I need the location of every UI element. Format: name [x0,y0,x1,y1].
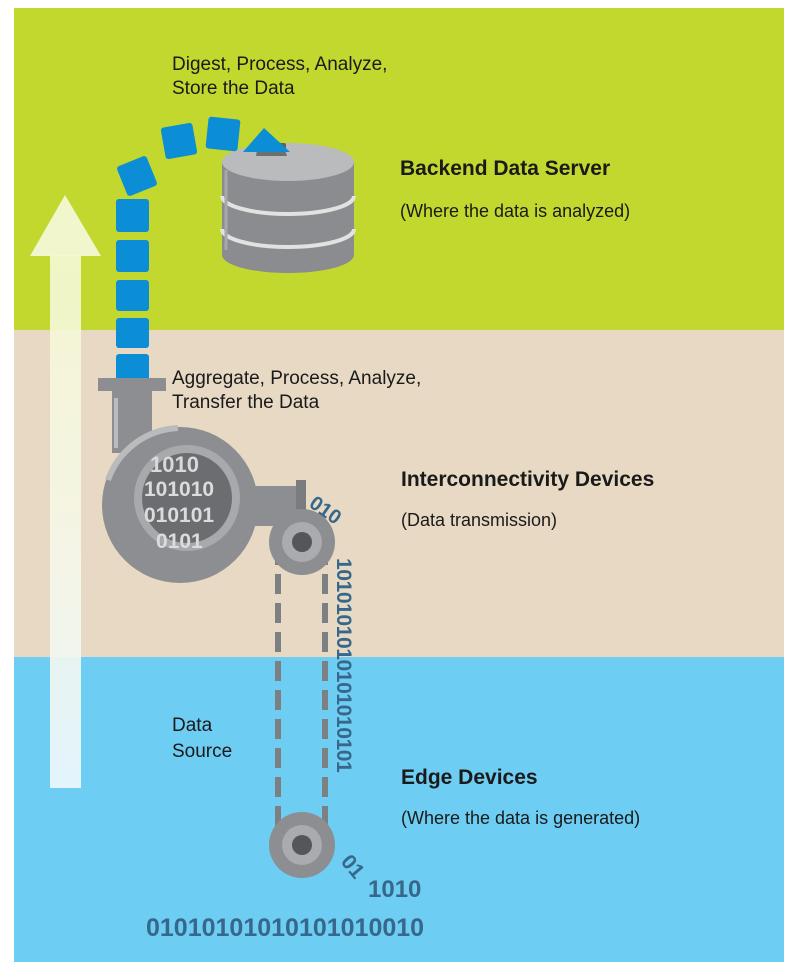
bottom-bits-row: 01010101010101010010 [146,914,424,942]
interconnect-subtitle: (Data transmission) [401,510,558,530]
pump-device-icon: 1010 101010 010101 0101 [98,378,306,583]
data-source-line-2: Source [172,741,233,762]
interconnect-step-line-1: Aggregate, Process, Analyze, [172,368,422,389]
edge-layer [14,657,784,962]
backend-step-line-2: Store the Data [172,78,295,99]
pump-bits-row-2: 101010 [144,478,214,501]
belt-bits-column: 1010101010101010101 [332,558,355,773]
edge-subtitle: (Where the data is generated) [401,808,641,828]
backend-subtitle: (Where the data is analyzed) [400,201,631,221]
data-source-line-1: Data [172,715,213,736]
interconnect-step-line-2: Transfer the Data [172,392,320,413]
backend-step-line-1: Digest, Process, Analyze, [172,54,388,75]
upward-flow-arrow [30,195,101,788]
backend-title: Backend Data Server [400,157,611,180]
conveyor-belt [275,545,328,843]
bottom-pulley-icon [269,812,335,878]
top-pulley-icon [269,509,335,575]
interconnect-title: Interconnectivity Devices [401,468,655,491]
database-server-icon [220,143,356,273]
bottom-bits-small: 1010 [368,876,421,903]
pump-bits-row-4: 0101 [156,530,203,553]
bottom-bits-curve: 01 [336,850,369,883]
edge-title: Edge Devices [401,766,538,789]
pump-bits-row-1: 1010 [150,452,199,477]
data-packet-chain [116,116,290,382]
pump-bits-row-3: 010101 [144,504,214,527]
